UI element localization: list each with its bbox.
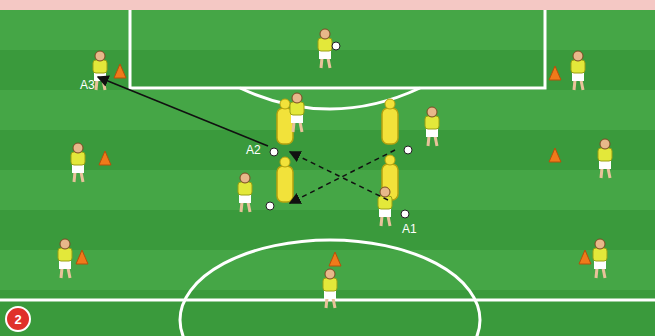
player-leg: [326, 298, 327, 308]
mannequin-head: [385, 99, 395, 109]
cone: [114, 64, 126, 78]
player-shirt: [425, 116, 439, 129]
callout-text: 2: [14, 312, 21, 327]
player-leg: [601, 168, 602, 178]
player-head: [292, 93, 302, 103]
player-leg: [300, 122, 302, 132]
player-leg: [74, 172, 75, 182]
player-leg: [596, 268, 597, 278]
player-shirt: [318, 38, 332, 51]
player-label: A2: [246, 143, 261, 157]
player-leg: [435, 136, 437, 146]
player-leg: [68, 268, 70, 278]
player-head: [600, 139, 610, 149]
player-leg: [103, 80, 105, 90]
cone: [329, 252, 341, 266]
player-leg: [293, 122, 294, 132]
player-label: A1: [402, 222, 417, 236]
ball: [404, 146, 412, 154]
player-leg: [241, 202, 242, 212]
centre-circle: [180, 240, 480, 336]
penalty-box: [130, 10, 545, 88]
player-leg: [608, 168, 610, 178]
mannequin: [277, 166, 293, 202]
callout-number: 2: [5, 306, 31, 332]
player-shirt: [238, 182, 252, 195]
cone: [549, 66, 561, 80]
player-leg: [388, 216, 390, 226]
player-head: [325, 269, 335, 279]
player-leg: [321, 58, 322, 68]
player-head: [380, 187, 390, 197]
player-head: [320, 29, 330, 39]
player-head: [595, 239, 605, 249]
player-shirt: [571, 60, 585, 73]
mannequin-head: [385, 155, 395, 165]
player-shirt: [598, 148, 612, 161]
run-arrow: [290, 152, 388, 200]
player-head: [240, 173, 250, 183]
ball: [401, 210, 409, 218]
player-leg: [381, 216, 382, 226]
player-head: [60, 239, 70, 249]
player-leg: [81, 172, 83, 182]
mannequin-head: [280, 99, 290, 109]
player-head: [573, 51, 583, 61]
ball: [270, 148, 278, 156]
mannequin: [382, 108, 398, 144]
player-shirt: [290, 102, 304, 115]
player-head: [427, 107, 437, 117]
ball: [332, 42, 340, 50]
player-leg: [61, 268, 62, 278]
penalty-arc: [240, 88, 420, 109]
player-shirt: [323, 278, 337, 291]
player-shirt: [58, 248, 72, 261]
cone: [99, 151, 111, 165]
player-leg: [96, 80, 97, 90]
player-leg: [603, 268, 605, 278]
player-shirt: [93, 60, 107, 73]
cone: [549, 148, 561, 162]
player-shirt: [71, 152, 85, 165]
pitch: [0, 10, 655, 336]
player-leg: [248, 202, 250, 212]
player-head: [95, 51, 105, 61]
player-shirt: [593, 248, 607, 261]
player-label: A3: [80, 78, 95, 92]
pass-arrow: [98, 77, 268, 146]
player-leg: [428, 136, 429, 146]
player-leg: [581, 80, 583, 90]
player-leg: [574, 80, 575, 90]
cone: [579, 250, 591, 264]
player-head: [73, 143, 83, 153]
player-leg: [328, 58, 330, 68]
run-arrow: [290, 150, 395, 203]
player-leg: [333, 298, 335, 308]
cone: [76, 250, 88, 264]
ball: [266, 202, 274, 210]
mannequin-head: [280, 157, 290, 167]
